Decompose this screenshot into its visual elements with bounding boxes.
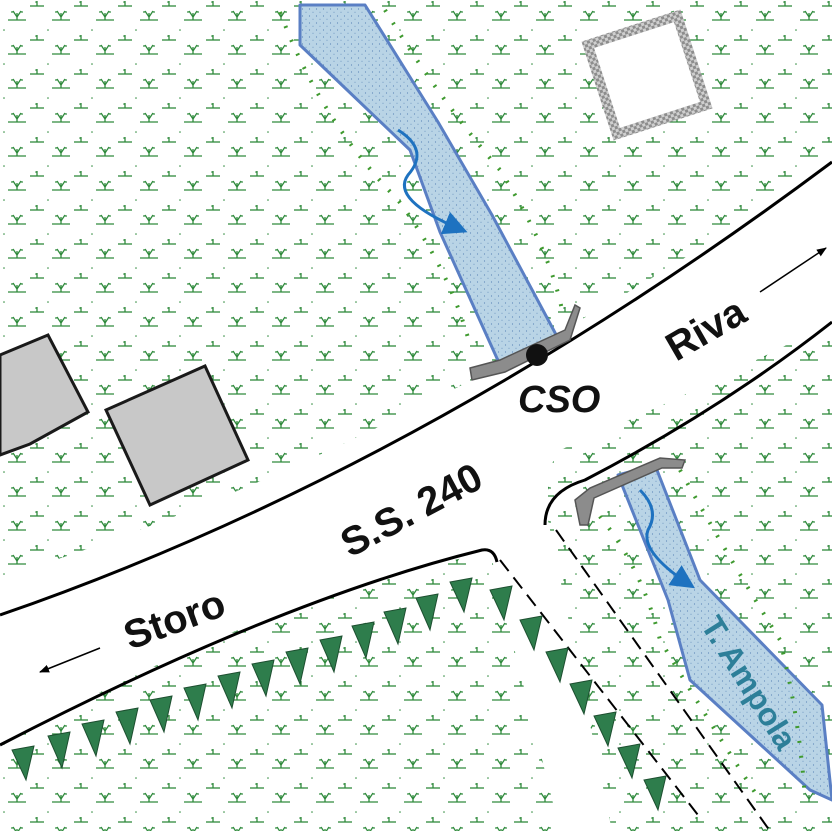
tree-row xyxy=(11,577,667,812)
tree-icon xyxy=(285,647,309,686)
bridge-icon xyxy=(469,303,581,381)
tree-icon xyxy=(251,659,275,698)
ditch-west xyxy=(499,559,699,816)
tree-icon xyxy=(449,577,473,614)
side-road xyxy=(490,520,612,831)
planned-building xyxy=(581,9,713,141)
tree-icon xyxy=(149,695,173,734)
bridge-icon xyxy=(574,457,687,526)
tree-icon xyxy=(643,775,667,812)
stream-downstream xyxy=(616,463,832,802)
bank-vegetation xyxy=(278,8,807,802)
tree-icon xyxy=(519,615,543,652)
flow-arrow-icon xyxy=(638,488,696,589)
tree-icon xyxy=(383,607,407,646)
tree-icon xyxy=(183,683,207,722)
tree-icon xyxy=(319,635,343,674)
tree-icon xyxy=(115,707,139,746)
tree-icon xyxy=(593,711,617,748)
tree-icon xyxy=(81,719,105,758)
tree-icon xyxy=(11,745,35,782)
road-edge-north xyxy=(0,160,832,617)
road-edge-east xyxy=(543,320,832,526)
outfall-point-icon xyxy=(526,344,548,366)
building-west xyxy=(0,333,91,457)
tree-icon xyxy=(47,731,71,770)
road-edge-south xyxy=(0,548,499,747)
building-center xyxy=(103,364,250,507)
flow-arrow-icon xyxy=(397,128,468,235)
tree-icon xyxy=(569,679,593,716)
tree-icon xyxy=(545,647,569,684)
tree-icon xyxy=(415,593,439,632)
direction-arrow-icon xyxy=(759,247,827,293)
direction-arrow-icon xyxy=(39,647,101,673)
outfall-label: CSO xyxy=(518,379,600,421)
tree-icon xyxy=(351,621,375,660)
tree-icon xyxy=(217,671,241,710)
ditch-east xyxy=(555,529,771,831)
tree-icon xyxy=(617,743,641,780)
tree-icon xyxy=(489,585,513,622)
